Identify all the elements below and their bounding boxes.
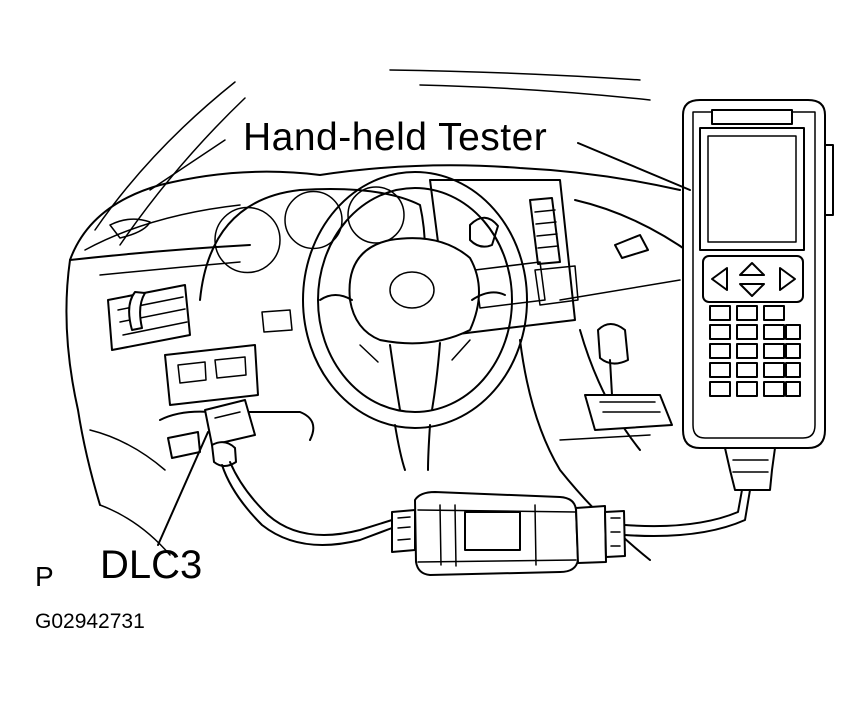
dlc3-label: DLC3 — [100, 543, 203, 587]
adapter-module — [391, 491, 626, 576]
dlc3-connector — [211, 441, 393, 546]
dlc3-leader-line — [157, 431, 209, 546]
tester-cable-2 — [624, 489, 743, 528]
steering-wheel — [302, 171, 528, 471]
tester-leader-line — [577, 142, 691, 191]
hand-held-tester-label: Hand-held Tester — [243, 116, 548, 159]
hand-held-tester — [682, 99, 834, 491]
tester-cable — [624, 489, 751, 537]
position-marker-label: P — [35, 561, 54, 592]
figure-id-label: G02942731 — [35, 610, 145, 633]
tester-keypad — [709, 305, 801, 397]
